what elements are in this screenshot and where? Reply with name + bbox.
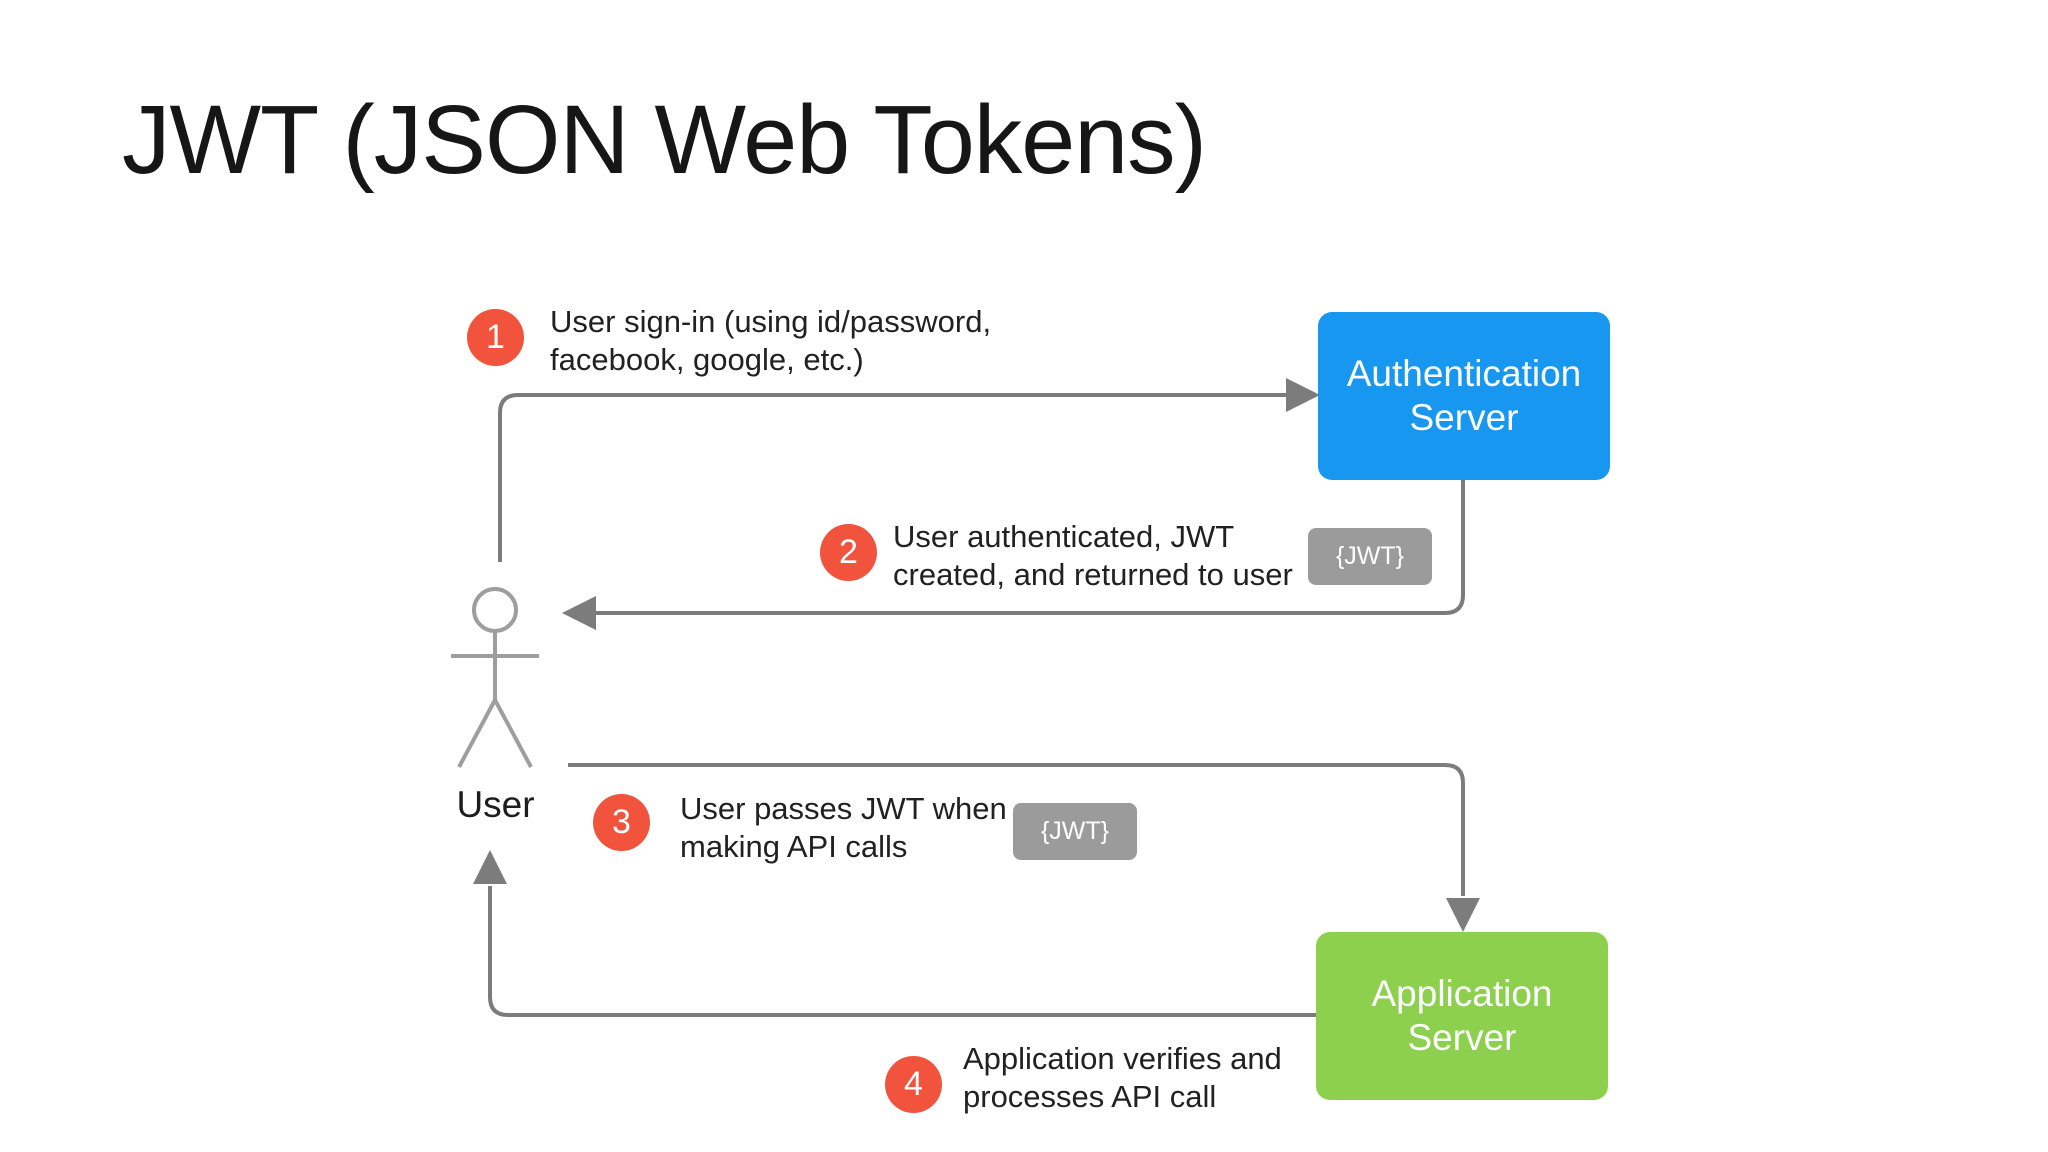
arrowhead-down-icon bbox=[1446, 898, 1480, 932]
step-2-number-badge: 2 bbox=[820, 524, 877, 581]
app-server-box: Application Server bbox=[1316, 932, 1608, 1100]
auth-server-label: Authentication Server bbox=[1346, 353, 1582, 438]
auth-server-box: Authentication Server bbox=[1318, 312, 1610, 480]
step-1-number: 1 bbox=[486, 318, 505, 356]
connector-step1 bbox=[498, 378, 1320, 562]
step-3-number: 3 bbox=[612, 803, 631, 841]
jwt-token-badge-step2: {JWT} bbox=[1308, 528, 1432, 585]
connector-step3 bbox=[568, 763, 1480, 932]
step-3-caption-line2: making API calls bbox=[680, 829, 908, 864]
step-2-number: 2 bbox=[839, 533, 858, 571]
connector-step2 bbox=[562, 480, 1465, 630]
jwt-token-text-step3: {JWT} bbox=[1040, 817, 1110, 845]
user-stick-figure-icon bbox=[451, 587, 539, 768]
step-3-number-badge: 3 bbox=[593, 794, 650, 851]
step-4-caption-line1: Application verifies and bbox=[963, 1041, 1282, 1076]
step-2-caption-line1: User authenticated, JWT bbox=[893, 519, 1235, 554]
page-title: JWT (JSON Web Tokens) bbox=[122, 85, 1207, 194]
arrowhead-up-icon bbox=[473, 850, 507, 884]
step-1-caption-line1: User sign-in (using id/password, bbox=[550, 304, 992, 339]
arrowhead-left-icon bbox=[562, 596, 596, 630]
jwt-token-badge-step3: {JWT} bbox=[1013, 803, 1137, 860]
step-4-caption-line2: processes API call bbox=[963, 1079, 1217, 1114]
step-3-caption: User passes JWT when making API calls bbox=[680, 790, 1007, 866]
step-4-number: 4 bbox=[904, 1065, 923, 1103]
step-4-caption: Application verifies and processes API c… bbox=[963, 1040, 1282, 1116]
step-3-caption-line1: User passes JWT when bbox=[680, 791, 1007, 826]
step-2-caption-line2: created, and returned to user bbox=[893, 557, 1293, 592]
arrowhead-right-icon bbox=[1286, 378, 1320, 412]
user-label: User bbox=[456, 784, 535, 825]
step-1-caption-line2: facebook, google, etc.) bbox=[550, 342, 864, 377]
step-2-caption: User authenticated, JWT created, and ret… bbox=[893, 518, 1293, 594]
step-1-caption: User sign-in (using id/password, faceboo… bbox=[550, 303, 991, 379]
step-4-number-badge: 4 bbox=[885, 1056, 942, 1113]
connector-step4 bbox=[473, 850, 1318, 1017]
jwt-token-text-step2: {JWT} bbox=[1335, 542, 1405, 570]
app-server-label: Application Server bbox=[1371, 973, 1553, 1058]
step-1-number-badge: 1 bbox=[467, 309, 524, 366]
